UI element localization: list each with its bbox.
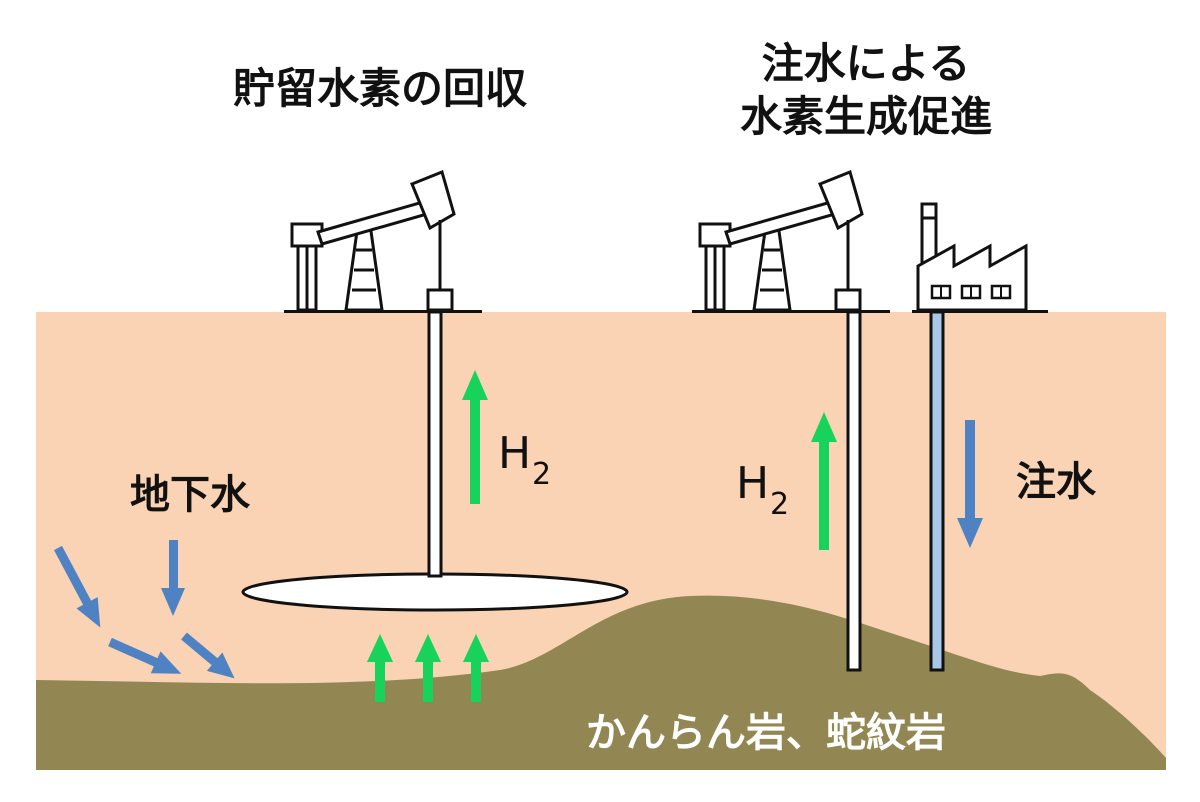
h2-main: H <box>736 458 769 509</box>
title-right-line2: 水素生成促進 <box>740 92 992 141</box>
hydrogen-reservoir <box>241 572 629 612</box>
title-left: 貯留水素の回収 <box>233 64 527 113</box>
injection-pipe <box>929 310 945 672</box>
groundwater-arrow-vertical <box>161 540 185 616</box>
hydrogen-arrow-rock-2 <box>415 634 441 702</box>
pumpjack-icon <box>690 170 892 315</box>
groundwater-arrow-diagonal-3 <box>181 632 235 679</box>
h2-main: H <box>498 428 531 479</box>
rock-layer <box>36 595 1166 770</box>
hydrogen-arrow-rock-1 <box>367 634 393 702</box>
right-well-pipe <box>846 310 862 672</box>
injection-label: 注水 <box>1016 459 1097 505</box>
pumpjack-icon <box>282 170 484 315</box>
left-well-pipe <box>427 310 443 578</box>
hydrogen-arrow-rock-3 <box>463 634 489 702</box>
h2-label-right: H 2 <box>736 458 789 522</box>
factory-icon <box>912 202 1048 313</box>
groundwater-label: 地下水 <box>130 472 251 518</box>
title-right-line1: 注水による <box>762 39 971 88</box>
h2-subscript: 2 <box>770 487 789 522</box>
h2-label-left: H 2 <box>498 428 551 492</box>
rock-label: かんらん岩、蛇紋岩 <box>586 710 946 756</box>
hydrogen-arrow-right-well <box>811 412 837 550</box>
groundwater-arrow-diagonal-2 <box>108 637 182 674</box>
h2-subscript: 2 <box>532 457 551 492</box>
groundwater-arrow-diagonal-1 <box>54 545 101 628</box>
injection-arrow <box>957 420 983 548</box>
hydrogen-arrow-left-well <box>462 370 488 504</box>
